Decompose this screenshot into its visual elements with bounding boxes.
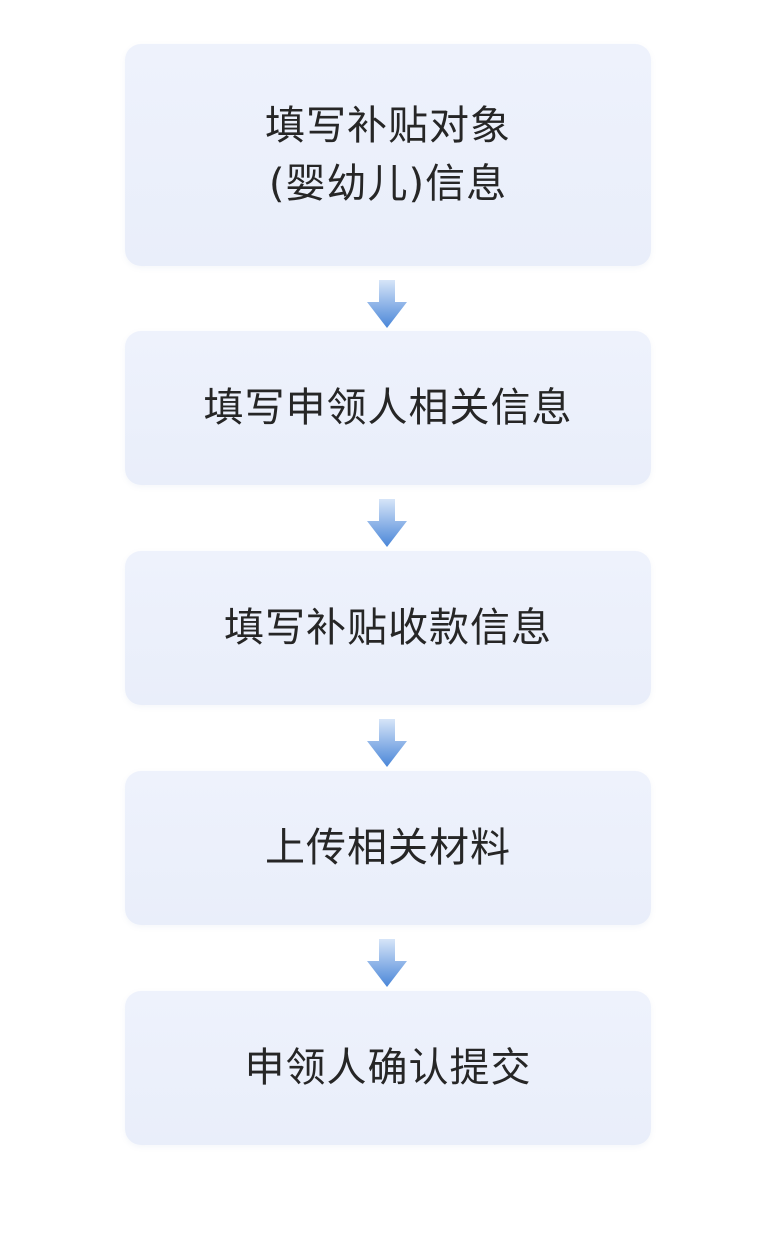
step-label: 填写补贴对象 (婴幼儿)信息: [265, 103, 511, 207]
down-arrow-icon: [367, 939, 407, 987]
step-label: 上传相关材料: [265, 825, 511, 871]
step-label: 申领人确认提交: [244, 1045, 532, 1091]
step-fill-subsidy-subject-info: 填写补贴对象 (婴幼儿)信息: [125, 44, 651, 266]
step-upload-materials: 上传相关材料: [125, 771, 651, 925]
step-label: 填写申领人相关信息: [203, 385, 573, 431]
down-arrow-icon: [367, 719, 407, 767]
step-fill-applicant-info: 填写申领人相关信息: [125, 331, 651, 485]
down-arrow-icon: [367, 499, 407, 547]
step-applicant-confirm-submit: 申领人确认提交: [125, 991, 651, 1145]
step-label: 填写补贴收款信息: [224, 605, 552, 651]
down-arrow-icon: [367, 280, 407, 328]
step-fill-payment-info: 填写补贴收款信息: [125, 551, 651, 705]
